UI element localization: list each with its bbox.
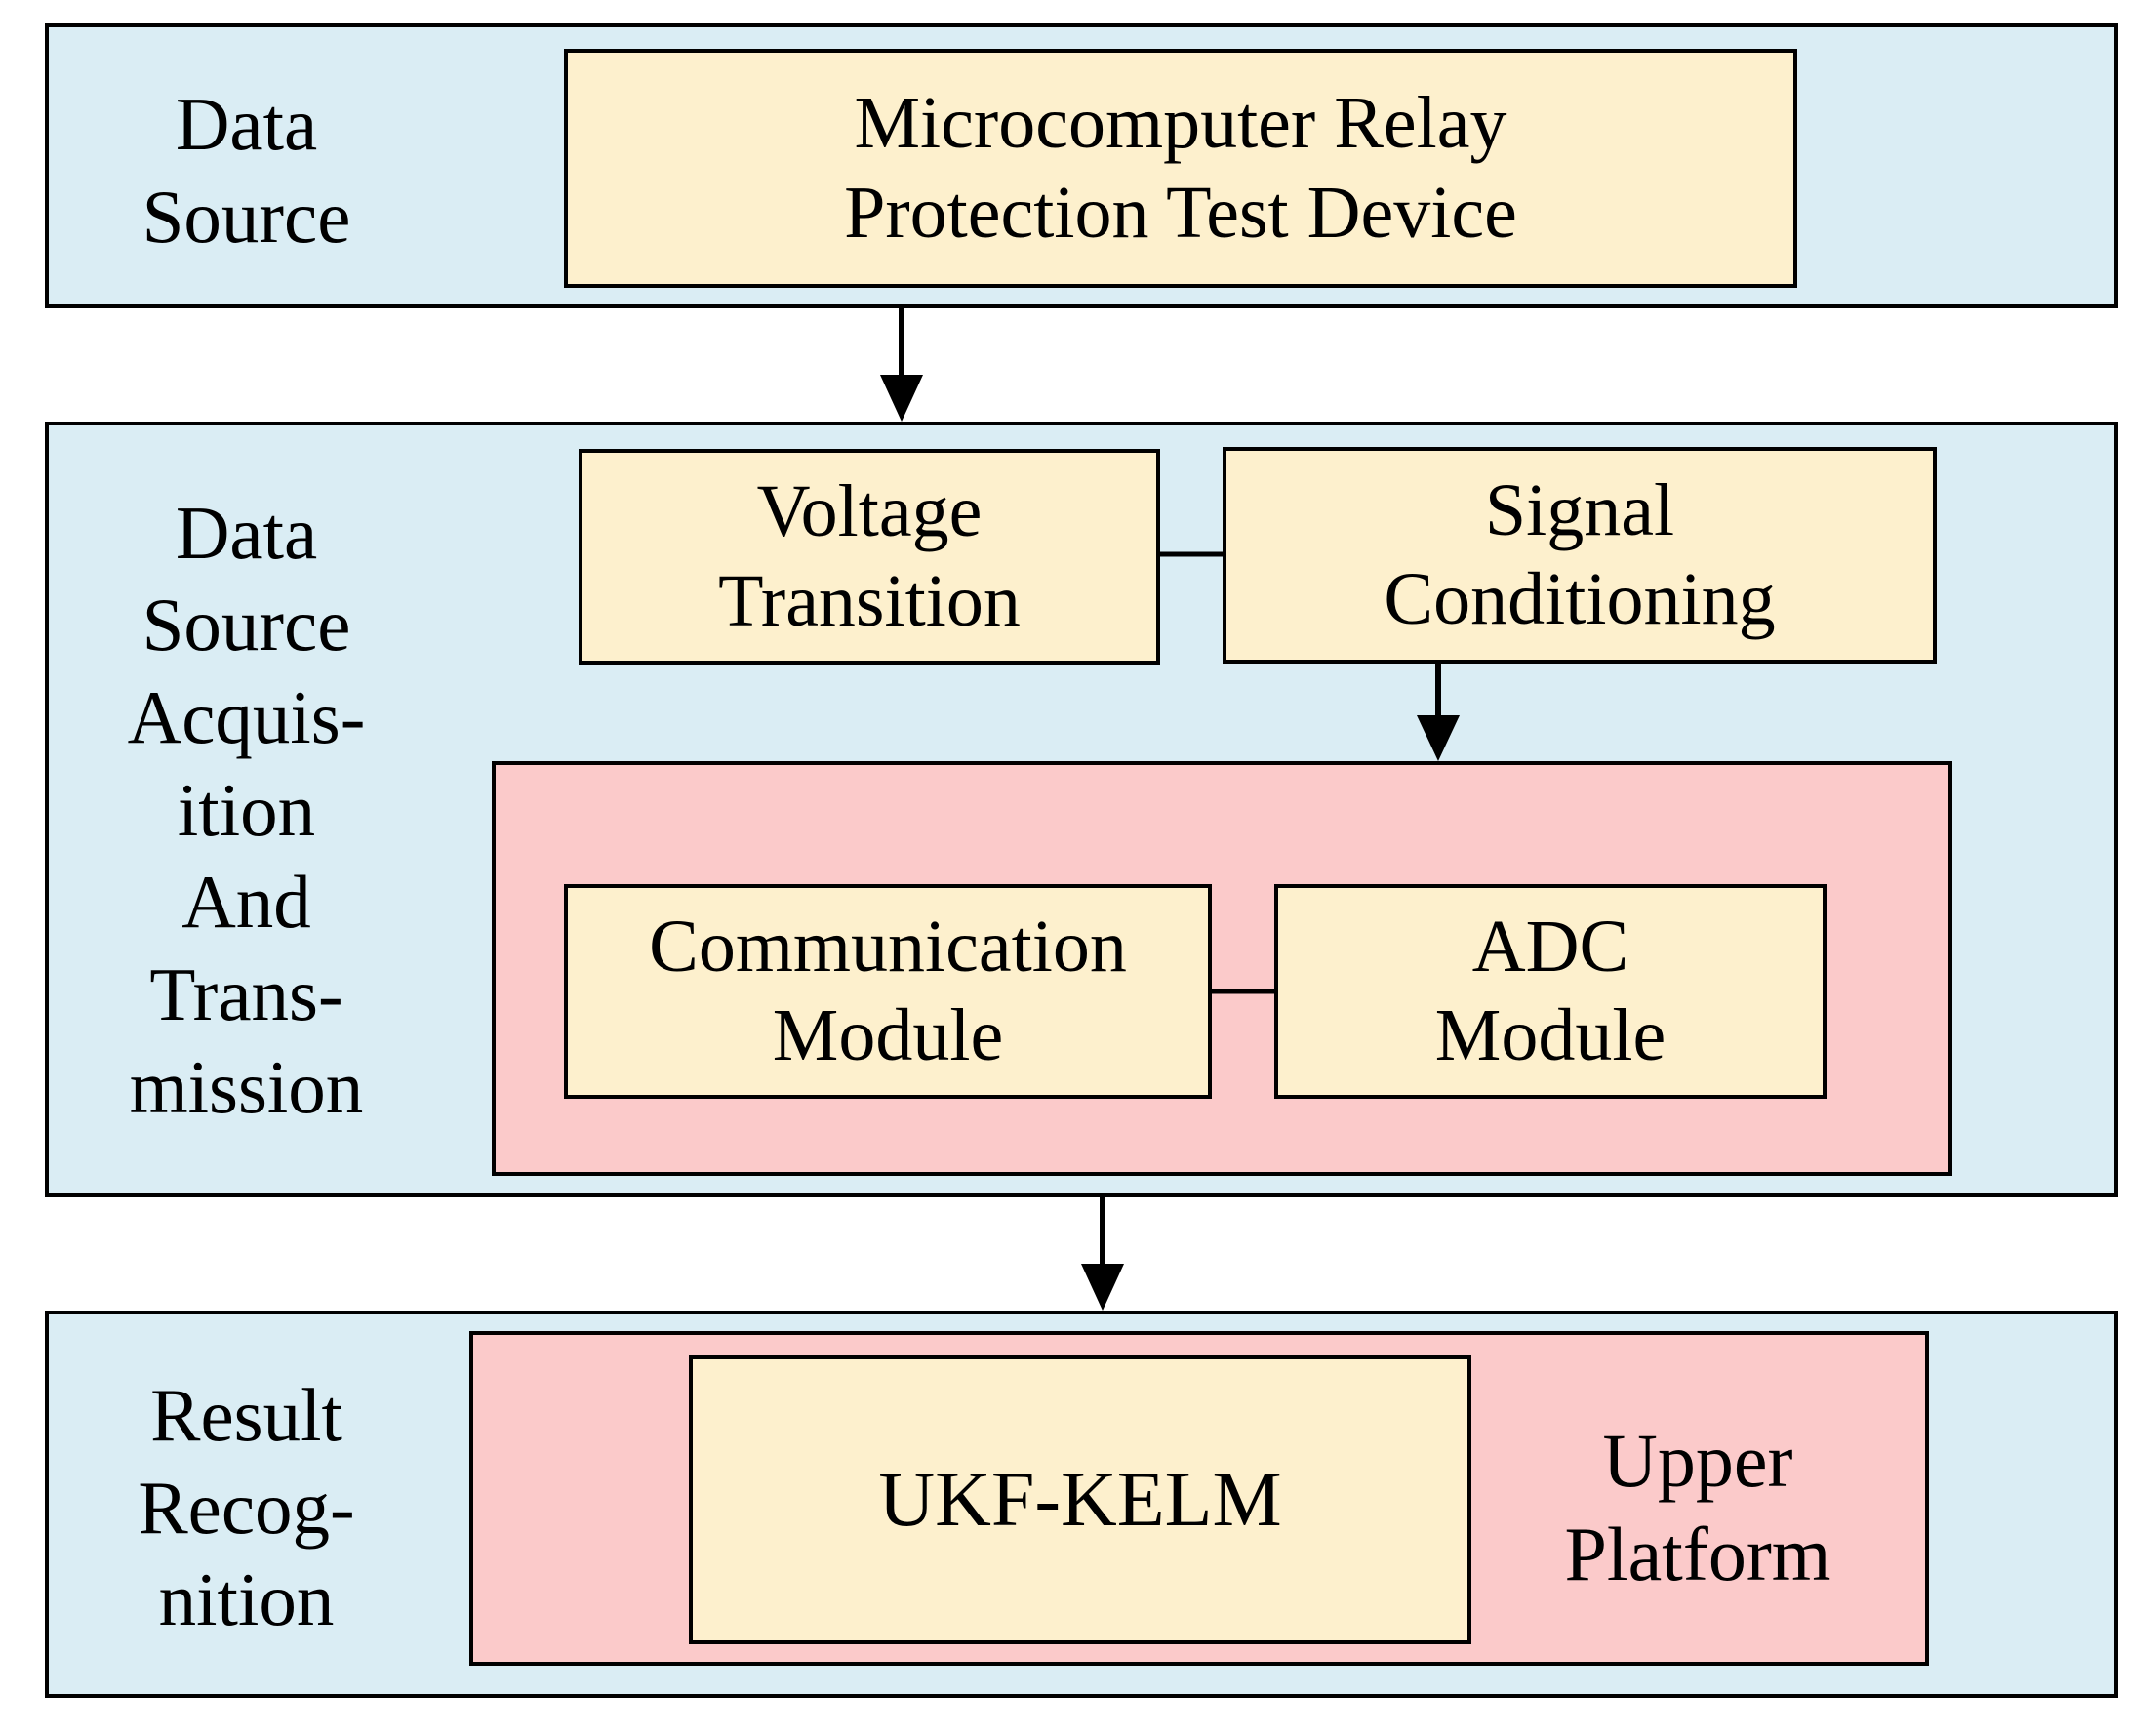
label-line: Result <box>150 1372 342 1457</box>
box-line: Voltage <box>756 470 983 553</box>
box-line: Signal <box>1484 468 1675 551</box>
label-line: Source <box>141 583 351 667</box>
label-line: And <box>181 860 311 945</box>
voltage-transition-box: Voltage Transition <box>579 449 1160 665</box>
signal-conditioning-box: Signal Conditioning <box>1223 447 1937 664</box>
communication-module-box: Communication Module <box>564 884 1212 1099</box>
label-line: ition <box>177 767 316 852</box>
label-line: Source <box>141 175 351 259</box>
arrowhead-icon <box>880 375 923 422</box>
relay-test-device-box: Microcomputer Relay Protection Test Devi… <box>564 49 1797 288</box>
label-line: Platform <box>1564 1512 1831 1596</box>
label-line: Upper <box>1602 1418 1793 1504</box>
box-line: Communication <box>649 905 1127 988</box>
result-label: Result Recog- nition <box>78 1366 415 1649</box>
box-line: Conditioning <box>1384 558 1776 640</box>
model-label: UKF-KELM <box>878 1457 1282 1543</box>
box-line: Module <box>1434 994 1667 1076</box>
adc-module-box: ADC Module <box>1274 884 1827 1099</box>
label-line: Acquis- <box>127 674 366 759</box>
label-line: Data <box>175 82 318 167</box>
arrowhead-icon <box>1081 1264 1124 1311</box>
box-line: Protection Test Device <box>844 171 1517 254</box>
box-line: ADC <box>1471 905 1629 988</box>
box-line: Transition <box>718 559 1021 642</box>
label-line: Data <box>175 490 318 575</box>
label-line: Trans- <box>149 952 343 1037</box>
acquisition-label: Data Source Acquis- ition And Trans- mis… <box>78 488 415 1132</box>
box-line: Microcomputer Relay <box>854 82 1507 165</box>
arrowhead-icon <box>1417 715 1460 761</box>
box-line: Module <box>772 994 1004 1076</box>
label-line: mission <box>129 1044 364 1129</box>
data-source-label: Data Source <box>78 78 415 263</box>
upper-platform-label: Upper Platform <box>1483 1415 1912 1600</box>
label-line: Recog- <box>138 1465 355 1550</box>
ukf-kelm-box: UKF-KELM <box>689 1355 1471 1644</box>
label-line: nition <box>158 1557 335 1642</box>
